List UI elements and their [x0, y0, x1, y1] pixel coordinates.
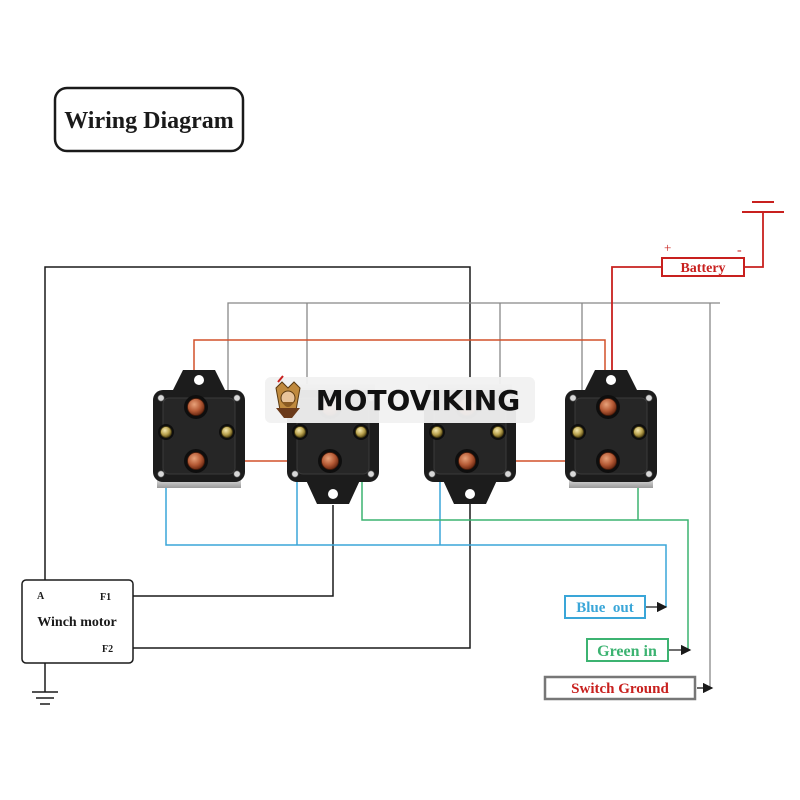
- black-wires: [44, 266, 471, 649]
- brass-terminal: [572, 426, 584, 438]
- mounting-hole: [465, 489, 475, 499]
- screw-icon: [367, 470, 375, 478]
- screw-icon: [504, 470, 512, 478]
- battery-label: Battery: [680, 261, 725, 276]
- brand-name: MOTOVIKING: [316, 384, 520, 417]
- brass-terminal: [492, 426, 504, 438]
- winch-motor-label: Winch motor: [37, 615, 116, 630]
- terminal-a-label: A: [37, 591, 45, 602]
- screw-icon: [233, 394, 241, 402]
- brass-terminal: [294, 426, 306, 438]
- mounting-hole: [328, 489, 338, 499]
- solenoid-1: [153, 370, 245, 488]
- wire-f1: [133, 505, 334, 597]
- chassis-ground-icon: [742, 201, 784, 213]
- red-battery-wire: [611, 212, 764, 405]
- blue-out-label: Blue out: [576, 600, 634, 616]
- solenoid-4: [565, 370, 657, 488]
- page-title: Wiring Diagram: [64, 108, 234, 134]
- terminal-f1-label: F1: [100, 592, 111, 603]
- copper-terminal: [187, 398, 205, 416]
- switch-ground-label: Switch Ground: [571, 681, 669, 697]
- brass-terminal: [221, 426, 233, 438]
- screw-icon: [291, 470, 299, 478]
- screw-icon: [569, 394, 577, 402]
- solenoid-base: [157, 478, 241, 488]
- solenoid-base: [569, 478, 653, 488]
- mounting-hole: [194, 375, 204, 385]
- screw-icon: [569, 470, 577, 478]
- brass-terminal: [160, 426, 172, 438]
- switch-ground-box: Switch Ground: [543, 675, 697, 701]
- green-in-box: Green in: [586, 638, 669, 662]
- screw-icon: [645, 470, 653, 478]
- wire-f2: [133, 500, 471, 649]
- viking-mascot-icon: [275, 375, 301, 418]
- green-in-label: Green in: [597, 643, 657, 660]
- brand-banner: MOTOVIKING: [265, 375, 535, 423]
- gray-wires: [227, 302, 720, 688]
- blue-out-box: Blue out: [564, 595, 646, 619]
- copper-terminal: [187, 452, 205, 470]
- title-box: Wiring Diagram: [53, 86, 245, 153]
- battery-plus-label: +: [664, 240, 671, 255]
- screw-icon: [157, 470, 165, 478]
- mounting-hole: [606, 375, 616, 385]
- battery: + - Battery: [661, 240, 745, 277]
- copper-terminal: [599, 398, 617, 416]
- brass-terminal: [431, 426, 443, 438]
- screw-icon: [645, 394, 653, 402]
- brass-terminal: [355, 426, 367, 438]
- motor-ground-icon: [32, 663, 58, 705]
- copper-terminal: [599, 452, 617, 470]
- screw-icon: [157, 394, 165, 402]
- screw-icon: [428, 470, 436, 478]
- terminal-f2-label: F2: [102, 644, 113, 655]
- battery-minus-label: -: [737, 243, 742, 258]
- brass-terminal: [633, 426, 645, 438]
- output-arrows: [645, 601, 714, 694]
- copper-terminal: [458, 452, 476, 470]
- winch-motor: A F1 Winch motor F2: [21, 579, 134, 664]
- copper-terminal: [321, 452, 339, 470]
- screw-icon: [233, 470, 241, 478]
